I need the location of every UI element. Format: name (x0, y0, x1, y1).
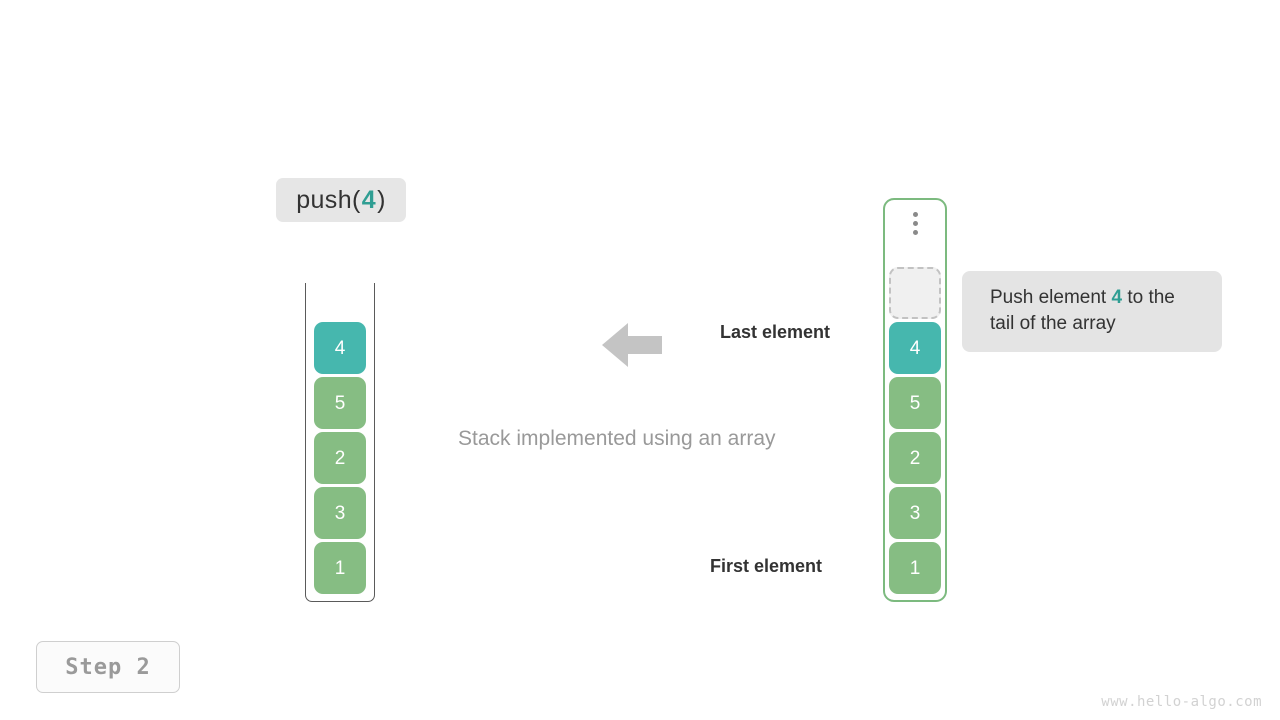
array-cell-value: 2 (909, 447, 921, 469)
annotation-lead: Push element (990, 287, 1112, 308)
ellipsis-dot (912, 230, 918, 235)
stack-cell: 5 (314, 377, 366, 429)
array-empty-slot (889, 267, 941, 319)
operation-argument: 4 (361, 185, 377, 214)
array-cell: 3 (889, 487, 941, 539)
operation-prefix: push( (296, 185, 361, 214)
array-cell: 4 (889, 322, 941, 374)
stack-cell: 3 (314, 487, 366, 539)
step-badge: Step 2 (36, 641, 180, 693)
array-container-right: 4 5 2 3 1 (883, 198, 947, 602)
vertical-ellipsis-icon (885, 212, 945, 235)
diagram-caption: Stack implemented using an array (458, 427, 776, 450)
label-first-element: First element (710, 556, 823, 576)
annotation-callout: Push element 4 to the tail of the array (962, 271, 1222, 353)
left-arrow-icon (602, 319, 662, 371)
stack-cell: 2 (314, 432, 366, 484)
annotation-highlight: 4 (1111, 287, 1123, 308)
operation-suffix: ) (377, 185, 386, 214)
ellipsis-dot (912, 221, 918, 226)
array-cell-value: 3 (909, 502, 921, 524)
stack-cell-value: 4 (334, 337, 346, 359)
array-cell-list: 4 5 2 3 1 (885, 267, 945, 594)
array-cell: 5 (889, 377, 941, 429)
array-cell-value: 1 (909, 557, 921, 579)
array-cell: 2 (889, 432, 941, 484)
stack-cell: 4 (314, 322, 366, 374)
label-last-element: Last element (720, 322, 831, 342)
stack-cell-value: 5 (334, 392, 346, 414)
stack-cell-value: 3 (334, 502, 346, 524)
stack-cell: 1 (314, 542, 366, 594)
stack-cell-list: 4 5 2 3 1 (306, 322, 374, 594)
stack-cell-value: 1 (334, 557, 346, 579)
array-cell-value: 5 (909, 392, 921, 414)
stack-container-left: 4 5 2 3 1 (305, 283, 375, 602)
watermark: www.hello-algo.com (1101, 694, 1262, 710)
operation-chip: push(4) (276, 178, 406, 222)
array-cell-value: 4 (909, 337, 921, 359)
stack-cell-value: 2 (334, 447, 346, 469)
array-cell: 1 (889, 542, 941, 594)
ellipsis-dot (912, 212, 918, 217)
annotation-tail: to the tail of the array (990, 287, 1175, 334)
